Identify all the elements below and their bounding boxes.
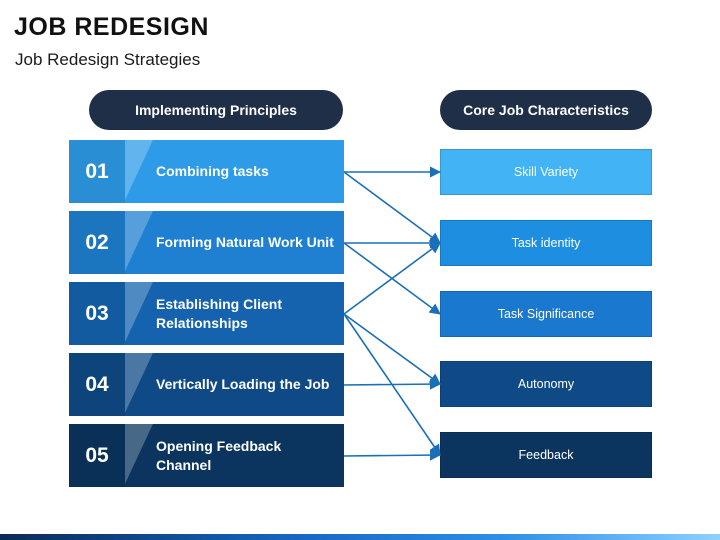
characteristic-skill-variety: Skill Variety	[440, 149, 652, 195]
principle-item-5: 05 Opening Feedback Channel	[69, 424, 344, 487]
page-title: JOB REDESIGN	[14, 13, 209, 41]
characteristic-feedback: Feedback	[440, 432, 652, 478]
principle-number: 01	[69, 140, 125, 203]
characteristic-autonomy: Autonomy	[440, 361, 652, 407]
characteristic-task-significance: Task Significance	[440, 291, 652, 337]
principle-fold-shape	[125, 211, 157, 274]
principle-item-3: 03 Establishing Client Relationships	[69, 282, 344, 345]
principle-label: Vertically Loading the Job	[156, 376, 330, 392]
principle-label: Forming Natural Work Unit	[156, 234, 334, 250]
principle-item-1: 01 Combining tasks	[69, 140, 344, 203]
connector-arrow	[343, 378, 442, 390]
principle-label: Combining tasks	[156, 163, 269, 179]
connector-arrow	[343, 449, 442, 461]
principle-number: 03	[69, 282, 125, 345]
principle-number: 04	[69, 353, 125, 416]
page-subtitle: Job Redesign Strategies	[15, 50, 201, 69]
principle-fold-shape	[125, 424, 157, 487]
principle-number: 02	[69, 211, 125, 274]
principle-item-4: 04 Vertically Loading the Job	[69, 353, 344, 416]
connector-arrow	[343, 242, 441, 315]
principle-item-2: 02 Forming Natural Work Unit	[69, 211, 344, 274]
principle-fold-shape	[125, 353, 157, 416]
bottom-accent-bar	[0, 534, 720, 540]
connector-arrow	[343, 171, 441, 244]
principle-label: Opening Feedback Channel	[156, 437, 282, 473]
implementing-principles-header: Implementing Principles	[89, 90, 343, 130]
characteristic-task-identity: Task identity	[440, 220, 652, 266]
connector-arrow	[343, 313, 441, 385]
principle-fold-shape	[125, 282, 157, 345]
principle-fold-shape	[125, 140, 157, 203]
principle-number: 05	[69, 424, 125, 487]
core-job-characteristics-header: Core Job Characteristics	[440, 90, 652, 130]
principle-label: Establishing Client Relationships	[156, 295, 283, 331]
